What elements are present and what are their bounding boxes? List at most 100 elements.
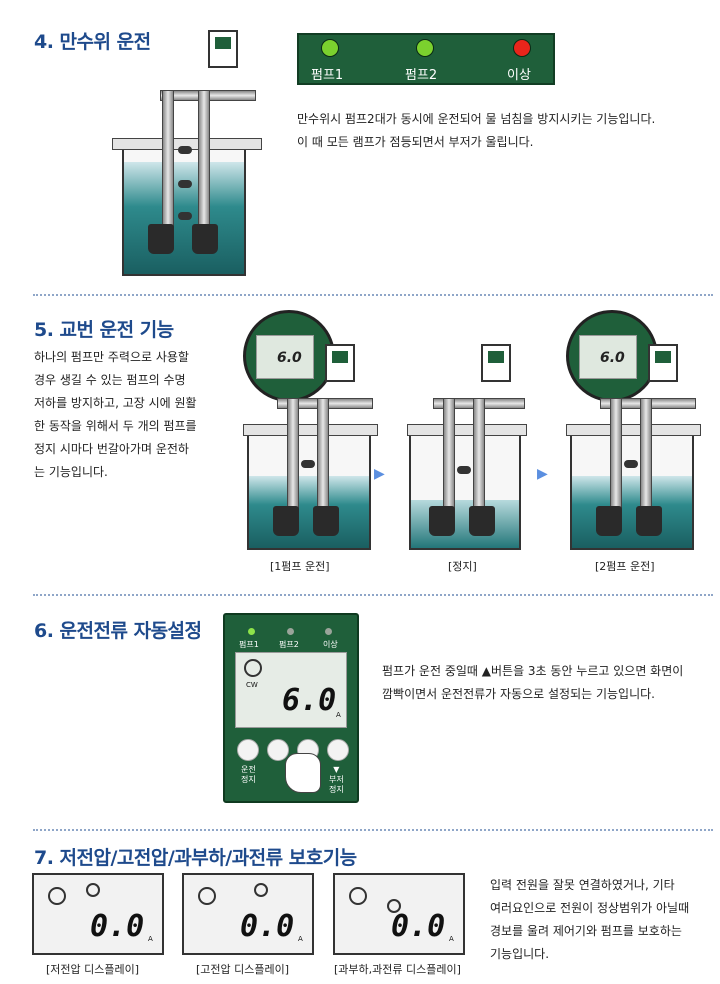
section5-title: 5. 교번 운전 기능	[34, 319, 174, 341]
pump-1	[273, 506, 299, 536]
section7-desc-line: 기능입니다.	[490, 947, 550, 961]
controller-zoom: 6.0	[566, 310, 658, 402]
pump-1	[596, 506, 622, 536]
lamp-label-pump1: 펌프1	[311, 68, 344, 83]
low-voltage-display: 0.0 A	[32, 873, 164, 955]
pump-2	[636, 506, 662, 536]
pump-1	[148, 224, 174, 254]
pump-1	[429, 506, 455, 536]
caption-high-voltage: [고전압 디스플레이]	[196, 963, 290, 976]
section4-title: 4. 만수위 운전	[34, 31, 151, 53]
float-switch	[178, 146, 192, 154]
float-switch	[301, 460, 315, 468]
display-unit: A	[148, 935, 153, 943]
caption-pump2: [2펌프 운전]	[595, 560, 655, 573]
section5-desc-line: 하나의 펌프만 주력으로 사용할	[34, 350, 189, 364]
section7-title: 7. 저전압/고전압/과부하/과전류 보호기능	[34, 847, 357, 869]
arrow-right-icon: ▶	[537, 466, 548, 482]
high-voltage-display: 0.0 A	[182, 873, 314, 955]
display-unit: A	[298, 935, 303, 943]
section5-desc-line: 경우 생길 수 있는 펌프의 수명	[34, 373, 186, 387]
tank-slab	[566, 424, 701, 436]
down-button[interactable]	[327, 739, 349, 761]
section5-desc-line: 한 동작을 위해서 두 개의 펌프를	[34, 419, 197, 433]
float-switch	[178, 180, 192, 188]
section4-desc-line2: 이 때 모든 램프가 점등되면서 부저가 울립니다.	[297, 135, 534, 149]
tank-water	[249, 476, 369, 548]
overload-display: 0.0 A	[333, 873, 465, 955]
current-value: 6.0	[282, 683, 337, 718]
section7-desc-line: 여러요인으로 전원이 정상범위가 아닐때	[490, 901, 690, 915]
pump-2	[192, 224, 218, 254]
tank-water	[572, 476, 692, 548]
caption-low-voltage: [저전압 디스플레이]	[46, 963, 140, 976]
float-switch	[178, 212, 192, 220]
tank-slab	[243, 424, 378, 436]
panel-lamp-pump2	[287, 628, 294, 635]
section4-illustration	[112, 28, 267, 276]
panel-label-pump1: 펌프1	[239, 640, 259, 649]
high-voltage-icon	[254, 883, 268, 897]
tank	[570, 436, 694, 550]
section7-desc-line: 경보를 울려 제어기와 펌프를 보호하는	[490, 924, 682, 938]
panel-lamp-pump1	[248, 628, 255, 635]
status-lamp-panel: 펌프1 펌프2 이상	[297, 33, 555, 85]
overload-icon	[387, 899, 401, 913]
panel-lamp-error	[325, 628, 332, 635]
display-value: 0.0	[240, 909, 295, 944]
section-divider	[33, 294, 713, 296]
controller-box	[481, 344, 511, 382]
tank-stop-illustration	[407, 340, 527, 550]
arrow-right-icon: ▶	[374, 466, 385, 482]
fan-icon	[48, 887, 66, 905]
section5-desc-line: 저하를 방지하고, 고장 시에 원활	[34, 396, 197, 410]
section5-desc-line: 정지 시마다 번갈아가며 운전하	[34, 442, 189, 456]
current-unit: A	[336, 711, 341, 719]
section6-desc-line2: 깜빡이면서 운전전류가 자동으로 설정되는 기능입니다.	[382, 687, 655, 701]
pump-2	[469, 506, 495, 536]
section-divider	[33, 829, 713, 831]
controller-box	[208, 30, 238, 68]
tank	[409, 436, 521, 550]
tank-pump2-illustration: 6.0	[566, 310, 701, 550]
zoom-current-value: 6.0	[600, 350, 625, 366]
display-unit: A	[449, 935, 454, 943]
lamp-error	[513, 39, 531, 57]
display-value: 0.0	[90, 909, 145, 944]
tank-slab	[407, 424, 527, 436]
fan-icon	[198, 887, 216, 905]
lamp-label-error: 이상	[507, 68, 531, 83]
lamp-pump1	[321, 39, 339, 57]
mode-button[interactable]	[237, 739, 259, 761]
tank-water-low	[411, 500, 519, 548]
section5-desc-line: 는 기능입니다.	[34, 465, 108, 479]
lamp-pump2	[416, 39, 434, 57]
tank	[247, 436, 371, 550]
section6-title: 6. 운전전류 자동설정	[34, 620, 202, 642]
section4-desc-line1: 만수위시 펌프2대가 동시에 운전되어 물 넘침을 방지시키는 기능입니다.	[297, 112, 656, 126]
controller-box	[648, 344, 678, 382]
float-switch	[457, 466, 471, 474]
tank-pump1-illustration: 6.0	[243, 310, 378, 550]
fan-icon	[244, 659, 262, 677]
low-voltage-icon	[86, 883, 100, 897]
section6-desc-line1: 펌프가 운전 중일때 ▲버튼을 3초 동안 누르고 있으면 화면이	[382, 664, 684, 678]
controller-box	[325, 344, 355, 382]
caption-overload: [과부하,과전류 디스플레이]	[334, 963, 461, 976]
direction-label: CW	[246, 681, 258, 689]
panel-label-error: 이상	[323, 640, 338, 649]
panel-lcd: CW 6.0 A	[235, 652, 347, 728]
lamp-label-pump2: 펌프2	[405, 68, 438, 83]
zoom-current-value: 6.0	[277, 350, 302, 366]
pointing-hand-icon	[285, 753, 321, 793]
fan-icon	[349, 887, 367, 905]
display-value: 0.0	[391, 909, 446, 944]
set-button[interactable]	[267, 739, 289, 761]
section7-desc-line: 입력 전원을 잘못 연결하였거나, 기타	[490, 878, 675, 892]
float-switch	[624, 460, 638, 468]
controller-zoom: 6.0	[243, 310, 335, 402]
panel-label-pump2: 펌프2	[279, 640, 299, 649]
